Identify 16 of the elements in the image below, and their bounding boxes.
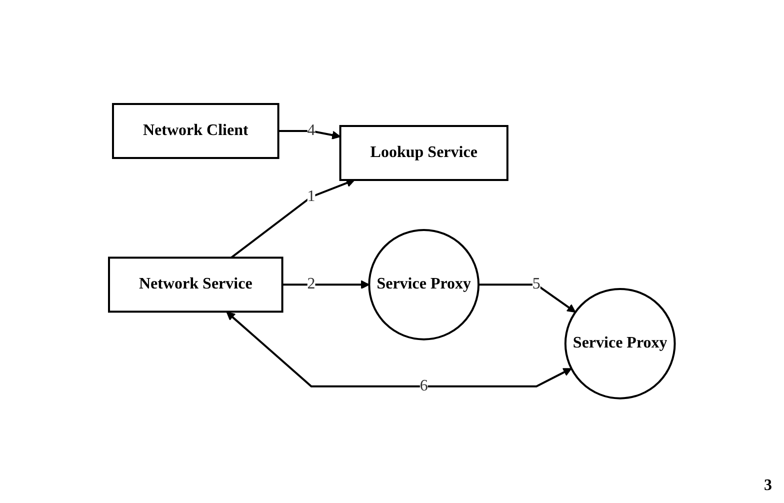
edge-label: 1 (307, 188, 316, 206)
arrow (278, 130, 341, 140)
edge-label: 5 (532, 276, 541, 293)
step-number: 3 (764, 477, 772, 494)
edge-label: 4 (307, 122, 316, 140)
arrow (230, 179, 356, 259)
edge-label: 2 (307, 276, 316, 293)
node-box: Lookup Service (339, 125, 509, 182)
node-box: Network Client (112, 103, 280, 160)
arrow (226, 312, 572, 388)
edge-label: 6 (420, 378, 428, 395)
node-circle: Service Proxy (564, 288, 676, 400)
arrow (478, 284, 576, 313)
node-circle: Service Proxy (368, 229, 480, 341)
arrow (282, 280, 370, 290)
node-box: Network Service (108, 257, 284, 313)
